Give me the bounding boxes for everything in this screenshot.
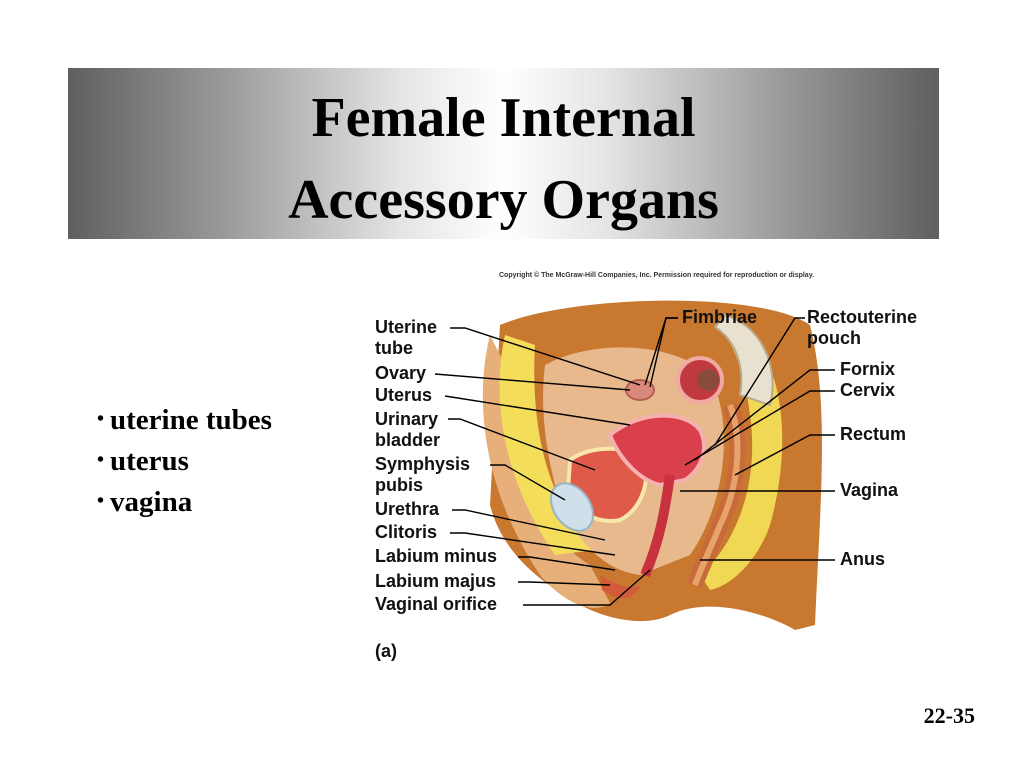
rectum-lining bbox=[692, 403, 741, 586]
label-anus: Anus bbox=[840, 549, 885, 569]
label-urinary-bladder-1: Urinary bbox=[375, 409, 438, 429]
left-leader-lines bbox=[434, 327, 651, 606]
label-ovary: Ovary bbox=[375, 363, 426, 383]
bullet-text: vagina bbox=[110, 486, 193, 518]
label-labium-majus: Labium majus bbox=[375, 571, 496, 591]
copyright-notice: Copyright © The McGraw-Hill Companies, I… bbox=[499, 272, 815, 279]
intestine-loop-inner bbox=[697, 369, 719, 391]
bullet-item: •uterus bbox=[97, 445, 189, 477]
slide-number: 22-35 bbox=[923, 703, 975, 728]
bullet-item: •vagina bbox=[97, 486, 193, 518]
right-leader-lines bbox=[644, 317, 835, 561]
vagina-canal bbox=[640, 474, 675, 577]
panel-label: (a) bbox=[375, 641, 397, 661]
labia bbox=[600, 575, 640, 599]
label-uterus: Uterus bbox=[375, 385, 432, 405]
bullet-text: uterine tubes bbox=[110, 404, 272, 436]
slide-title-line-2: Accessory Organs bbox=[288, 169, 719, 231]
label-cervix: Cervix bbox=[840, 380, 895, 400]
label-rectouterine-pouch-2: pouch bbox=[807, 328, 861, 348]
uterus bbox=[607, 413, 706, 488]
label-fimbriae: Fimbriae bbox=[682, 307, 757, 327]
label-labium-minus: Labium minus bbox=[375, 546, 497, 566]
label-vagina: Vagina bbox=[840, 480, 899, 500]
label-rectum: Rectum bbox=[840, 424, 906, 444]
label-urethra: Urethra bbox=[375, 499, 440, 519]
fat-layer bbox=[499, 335, 595, 555]
sacrum bbox=[713, 313, 774, 407]
slide-title-line-1: Female Internal bbox=[311, 87, 696, 149]
label-rectouterine-pouch-1: Rectouterine bbox=[807, 307, 917, 327]
label-symphysis-pubis-1: Symphysis bbox=[375, 454, 470, 474]
label-fornix: Fornix bbox=[840, 359, 895, 379]
title-banner: Female Internal Accessory Organs bbox=[68, 68, 939, 239]
label-vaginal-orifice: Vaginal orifice bbox=[375, 594, 497, 614]
ovary-shape bbox=[625, 379, 655, 401]
bullet-text: uterus bbox=[110, 445, 189, 477]
label-symphysis-pubis-2: pubis bbox=[375, 475, 423, 495]
label-urinary-bladder-2: bladder bbox=[375, 430, 440, 450]
symphysis-pubis bbox=[550, 482, 594, 532]
bullet-item: •uterine tubes bbox=[97, 404, 272, 436]
bullet-list: •uterine tubes •uterus •vagina bbox=[97, 402, 272, 525]
label-uterine-tube-1: Uterine bbox=[375, 317, 437, 337]
label-uterine-tube-2: tube bbox=[375, 338, 413, 358]
label-clitoris: Clitoris bbox=[375, 522, 437, 542]
anatomy-diagram: Uterine tube Ovary Uterus Urinary bladde… bbox=[375, 300, 917, 661]
